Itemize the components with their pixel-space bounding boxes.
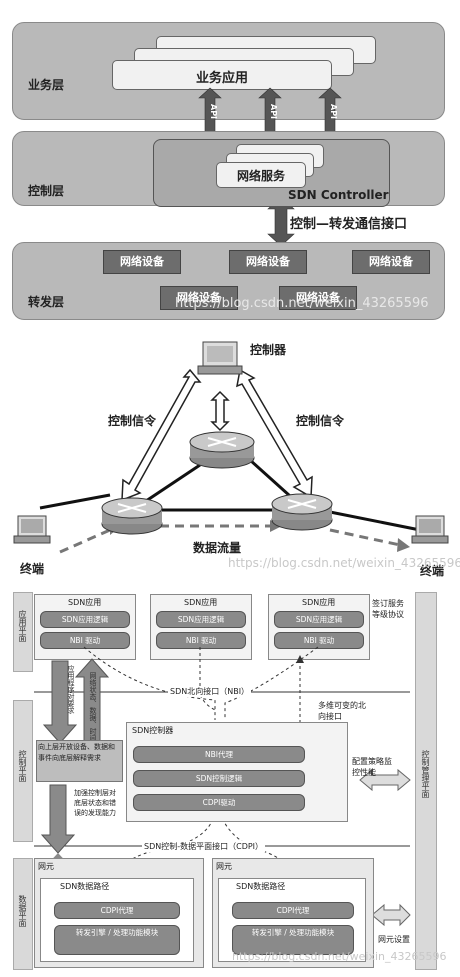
network-service-card: 网络服务 (216, 162, 306, 188)
status-arrow-up (74, 658, 110, 744)
nbi-driver-3: NBI 驱动 (274, 632, 364, 649)
sdn-app-title-1: SDN应用 (68, 598, 102, 607)
sla-label: 签订服务等级协议 (372, 599, 404, 619)
network-device-4: 网络设备 (160, 286, 238, 310)
business-app-card: 业务应用 (112, 60, 332, 90)
network-device-5: 网络设备 (279, 286, 357, 310)
data-plane-bar (13, 858, 33, 970)
terminal-right-label: 终端 (420, 564, 445, 578)
data-flow-label: 数据流量 (193, 541, 242, 555)
watermark-3: https://blog.csdn.net/weixin_43265596 (232, 950, 447, 963)
network-service-label: 网络服务 (236, 169, 285, 183)
controller-computer-icon (197, 341, 243, 375)
business-layer-label: 业务层 (28, 78, 65, 92)
cdpi-agent-2: CDPI代理 (232, 902, 354, 919)
control-logic: SDN控制逻辑 (133, 770, 305, 787)
forward-engine-2: 转发引擎 / 处理功能模块 (232, 925, 354, 955)
control-layer-label: 控制层 (28, 184, 65, 198)
config-arrow (359, 768, 411, 792)
enhance-arrow-down (40, 784, 76, 854)
nbi-path-2 (199, 647, 216, 711)
nbi-path-1 (83, 646, 216, 720)
terminal-left-label: 终端 (20, 562, 45, 576)
network-device-1: 网络设备 (103, 250, 181, 274)
app-logic-1: SDN应用逻辑 (40, 611, 130, 628)
sdn-app-title-3: SDN应用 (302, 598, 336, 607)
link-left-terminal (39, 493, 111, 510)
app-plane-bar (13, 592, 33, 672)
signal-arrow-center (210, 390, 230, 432)
multi-nbi-label: 多维可变的北向接口 (318, 701, 366, 721)
topology-graphic (13, 341, 449, 554)
interface-label: 控制—转发通信接口 (290, 217, 408, 232)
control-plane-label: 控制平面 (18, 750, 27, 782)
mgmt-plane-label: 控制管理平面 (421, 750, 430, 798)
ne-setup-label: 网元设置 (378, 935, 410, 944)
business-app-label: 业务应用 (195, 71, 248, 86)
sdn-controller-title: SDN控制器 (132, 726, 174, 735)
cdpi-driver: CDPI驱动 (133, 794, 305, 811)
control-plane-bar (13, 700, 33, 842)
app-logic-2: SDN应用逻辑 (156, 611, 246, 628)
signal-left-label: 控制信令 (108, 414, 157, 428)
nbi-interface-label: SDN北向接口（NBI） (168, 686, 252, 697)
forward-layer-label: 转发层 (28, 295, 65, 309)
datapath-title-1: SDN数据路径 (60, 882, 110, 891)
net-status-label: 网络状态、数据、时间 (89, 672, 97, 742)
sdn-controller-label: SDN Controller (288, 188, 389, 202)
api-label-1: API (209, 104, 218, 120)
open-devices-label: 向上层开放设备、数据和事件向底层解释需求 (38, 743, 115, 762)
cdpi-interface-label: SDN控制-数据平面接口（CDPI） (142, 841, 266, 852)
forward-engine-1: 转发引擎 / 处理功能模块 (54, 925, 180, 955)
mgmt-plane-bar (415, 592, 437, 970)
datapath-title-2: SDN数据路径 (236, 882, 286, 891)
multi-nbi-arrow-up (296, 655, 304, 663)
network-device-3: 网络设备 (352, 250, 430, 274)
terminal-right-icon (411, 515, 449, 544)
requirement-arrow-down (42, 660, 78, 744)
nbi-path-3 (224, 646, 319, 720)
config-policy-label: 配置策略监控性能 (352, 757, 392, 777)
open-devices-box (36, 740, 123, 782)
data-flow-arrowhead-3 (397, 538, 410, 552)
data-flow-right (329, 528, 401, 547)
terminal-left-icon (13, 515, 51, 544)
link-right-terminal (319, 508, 421, 532)
router-top (189, 431, 255, 469)
link-left-mid (139, 463, 201, 507)
ne-setup-arrow (371, 903, 411, 927)
app-requirement-label: 应用程序对要求 (67, 665, 75, 714)
network-device-2: 网络设备 (229, 250, 307, 274)
network-element-title-2: 网元 (216, 862, 232, 871)
data-plane-label: 数据平面 (18, 895, 27, 927)
watermark-2: https://blog.csdn.net/weixin_43265596 (228, 556, 460, 570)
nbi-driver-2: NBI 驱动 (156, 632, 246, 649)
signal-arrow-right (236, 368, 313, 499)
data-flow-left (59, 528, 111, 554)
network-element-title-1: 网元 (38, 862, 54, 871)
sdn-app-title-2: SDN应用 (184, 598, 218, 607)
api-label-3: API (329, 104, 338, 120)
cdpi-agent-1: CDPI代理 (54, 902, 180, 919)
enhance-control-label: 加强控制层对底层状态和错误的发现能力 (74, 789, 116, 817)
signal-right-label: 控制信令 (296, 414, 345, 428)
watermark-1: https://blog.csdn.net/weixin_43265596 (175, 296, 429, 311)
signal-arrow-left (121, 368, 202, 502)
router-right (271, 493, 333, 531)
nbi-agent: NBI代理 (133, 746, 305, 763)
app-logic-3: SDN应用逻辑 (274, 611, 364, 628)
api-label-2: API (269, 104, 278, 120)
app-plane-label: 应用平面 (18, 610, 27, 642)
controller-label: 控制器 (250, 343, 287, 357)
router-left (101, 497, 163, 535)
